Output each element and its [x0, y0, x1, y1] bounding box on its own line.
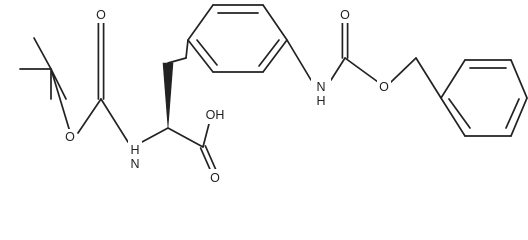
- nh-alpha-bond: [141, 127, 169, 143]
- bond-layer: [19, 4, 528, 174]
- acid-carbonyl-o-bg: [208, 169, 222, 185]
- boc-ester-oxygen-label: O: [65, 130, 75, 144]
- benzyl-ring-bond: [440, 59, 466, 99]
- acid-oh-label: OH: [206, 108, 225, 122]
- boc-carbonyl-o-bg: [94, 7, 108, 23]
- ring-nh-bond: [286, 39, 312, 81]
- phenyl-ring-bond: [262, 39, 288, 73]
- nh-carbonyl-bond: [330, 57, 346, 81]
- phenyl-ring-bond: [262, 4, 288, 41]
- benzyl-inner-bond: [448, 98, 471, 129]
- ch2-ring-bond: [167, 57, 187, 64]
- acid-carbonyl-oxygen-label: O: [210, 171, 220, 185]
- benzyl-ring-bond: [440, 97, 466, 137]
- tbu-bond: [50, 68, 67, 100]
- cbz-ester-bond: [344, 57, 379, 83]
- cbz-carbonyl-o-bg: [338, 7, 352, 23]
- acid-oh-bg: [200, 106, 230, 124]
- alpha-carboxyl-bond: [167, 127, 204, 148]
- carboxyl-double-bond: [199, 147, 213, 174]
- cbz-ester-oxygen-label: O: [379, 80, 389, 94]
- tbu-bond: [33, 37, 52, 70]
- boc-carbamate-bond: [100, 98, 129, 143]
- phenyl-ring-bond: [187, 4, 214, 41]
- cbz-carbonyl-oxygen-label: O: [340, 8, 350, 22]
- o-ch2-bond: [390, 57, 417, 83]
- boc-nh-bg: [128, 140, 142, 176]
- stereo-wedge-bond: [162, 62, 174, 129]
- ch2-benzyl-bond: [415, 57, 442, 99]
- phenyl-inner-bond: [196, 39, 218, 66]
- cbz-ester-o-bg: [377, 79, 391, 95]
- boc-ester-o-bg: [63, 129, 77, 145]
- boc-ester-bond: [77, 98, 102, 134]
- cbz-nh-bg: [311, 76, 331, 100]
- ring-ch2-link: [185, 39, 189, 59]
- carboxyl-oh-bond: [202, 119, 211, 148]
- boc-carbonyl-oxygen-label: O: [96, 8, 106, 22]
- tbu-bond: [50, 68, 71, 133]
- benzyl-ring-bond: [510, 97, 528, 137]
- phenyl-inner-bond: [258, 39, 280, 67]
- benzyl-ring-bond: [510, 59, 528, 99]
- benzyl-inner-bond: [505, 98, 520, 129]
- carboxyl-double-bond: [204, 145, 218, 172]
- phenyl-ring-bond: [187, 39, 214, 73]
